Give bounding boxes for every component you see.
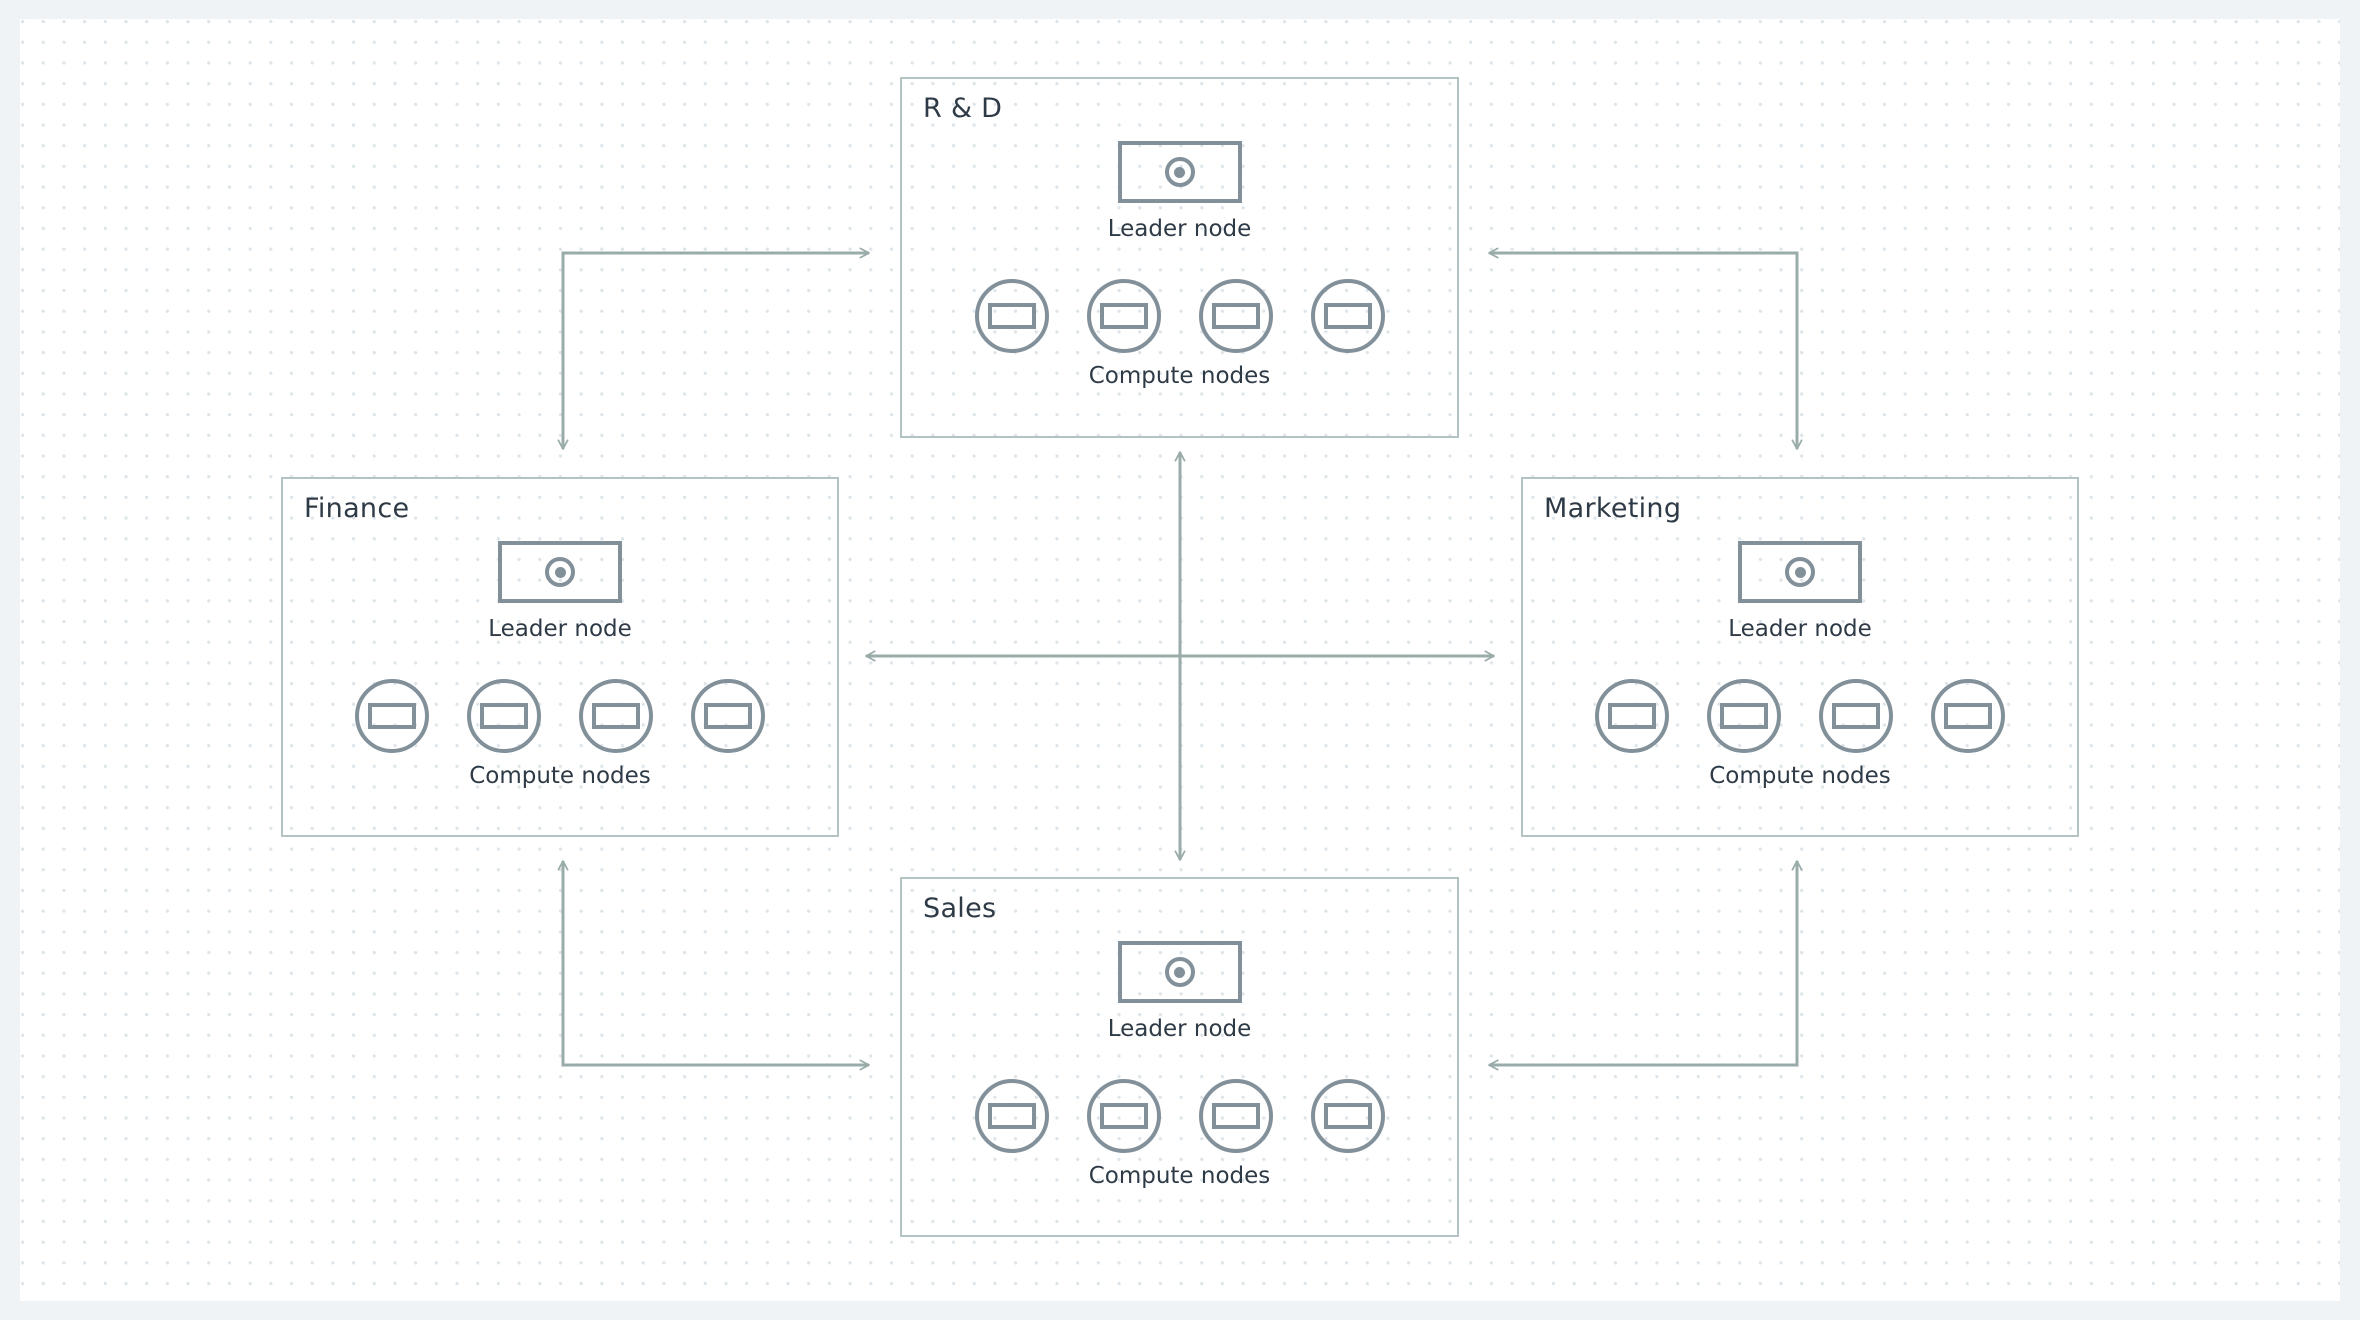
leader-ring-shape xyxy=(1785,557,1815,587)
leader-ring-shape xyxy=(1164,957,1195,987)
compute-node-inner-shape xyxy=(1211,303,1260,329)
leader-node-label: Leader node xyxy=(1728,616,1872,642)
compute-node-icon[interactable] xyxy=(691,679,765,753)
group-title-rnd: R & D xyxy=(923,93,1003,124)
compute-node-icon[interactable] xyxy=(1310,279,1385,353)
compute-node-row xyxy=(974,279,1385,353)
compute-node-icon[interactable] xyxy=(1595,679,1669,753)
leader-dot-shape xyxy=(1174,966,1185,978)
leader-node-group-finance: Leader node xyxy=(283,541,837,642)
leader-node-icon[interactable] xyxy=(1117,141,1242,203)
group-title-finance: Finance xyxy=(304,493,410,524)
compute-node-icon[interactable] xyxy=(1310,1079,1385,1153)
compute-node-icon[interactable] xyxy=(974,279,1049,353)
leader-node-label: Leader node xyxy=(1107,216,1252,242)
leader-dot-shape xyxy=(1174,166,1185,178)
compute-nodes-label: Compute nodes xyxy=(1088,363,1271,389)
leader-node-group-sales: Leader node xyxy=(902,941,1457,1042)
leader-ring-shape xyxy=(545,557,575,587)
compute-node-icon[interactable] xyxy=(579,679,653,753)
compute-node-inner-shape xyxy=(480,703,528,729)
compute-nodes-group-finance: Compute nodes xyxy=(283,679,837,789)
leader-node-group-marketing: Leader node xyxy=(1523,541,2077,642)
compute-node-icon[interactable] xyxy=(1931,679,2005,753)
leader-dot-shape xyxy=(554,566,566,578)
leader-node-label: Leader node xyxy=(1107,1016,1252,1042)
compute-node-row xyxy=(1595,679,2005,753)
leader-ring-shape xyxy=(1164,157,1195,187)
compute-node-inner-shape xyxy=(1323,1103,1372,1129)
compute-node-inner-shape xyxy=(1099,1103,1148,1129)
compute-node-inner-shape xyxy=(1720,703,1768,729)
compute-nodes-label: Compute nodes xyxy=(469,763,651,789)
compute-node-icon[interactable] xyxy=(467,679,541,753)
compute-nodes-label: Compute nodes xyxy=(1709,763,1891,789)
compute-node-icon[interactable] xyxy=(1707,679,1781,753)
leader-dot-shape xyxy=(1794,566,1806,578)
group-title-marketing: Marketing xyxy=(1544,493,1682,524)
compute-node-inner-shape xyxy=(592,703,640,729)
compute-node-inner-shape xyxy=(987,1103,1036,1129)
leader-node-icon[interactable] xyxy=(1117,941,1242,1003)
compute-nodes-group-marketing: Compute nodes xyxy=(1523,679,2077,789)
compute-node-inner-shape xyxy=(1099,303,1148,329)
compute-node-inner-shape xyxy=(1944,703,1992,729)
compute-node-icon[interactable] xyxy=(1198,279,1273,353)
compute-node-row xyxy=(355,679,765,753)
compute-node-inner-shape xyxy=(987,303,1036,329)
compute-nodes-group-sales: Compute nodes xyxy=(902,1079,1457,1189)
leader-node-icon[interactable] xyxy=(498,541,622,603)
compute-node-inner-shape xyxy=(1608,703,1656,729)
group-box-finance[interactable]: Finance Leader node Compute nodes xyxy=(281,477,839,837)
compute-node-inner-shape xyxy=(1832,703,1880,729)
group-box-marketing[interactable]: Marketing Leader node Compute nodes xyxy=(1521,477,2079,837)
compute-node-icon[interactable] xyxy=(1086,1079,1161,1153)
compute-node-inner-shape xyxy=(704,703,752,729)
compute-node-icon[interactable] xyxy=(974,1079,1049,1153)
compute-node-icon[interactable] xyxy=(1198,1079,1273,1153)
compute-nodes-group-rnd: Compute nodes xyxy=(902,279,1457,389)
group-box-sales[interactable]: Sales Leader node Compute nodes xyxy=(900,877,1459,1237)
compute-node-row xyxy=(974,1079,1385,1153)
compute-node-inner-shape xyxy=(1323,303,1372,329)
compute-node-icon[interactable] xyxy=(1086,279,1161,353)
leader-node-group-rnd: Leader node xyxy=(902,141,1457,242)
group-title-sales: Sales xyxy=(923,893,997,924)
compute-nodes-label: Compute nodes xyxy=(1088,1163,1271,1189)
compute-node-icon[interactable] xyxy=(355,679,429,753)
compute-node-inner-shape xyxy=(1211,1103,1260,1129)
group-box-rnd[interactable]: R & D Leader node Compute nodes xyxy=(900,77,1459,438)
compute-node-inner-shape xyxy=(368,703,416,729)
leader-node-icon[interactable] xyxy=(1738,541,1862,603)
compute-node-icon[interactable] xyxy=(1819,679,1893,753)
leader-node-label: Leader node xyxy=(488,616,632,642)
